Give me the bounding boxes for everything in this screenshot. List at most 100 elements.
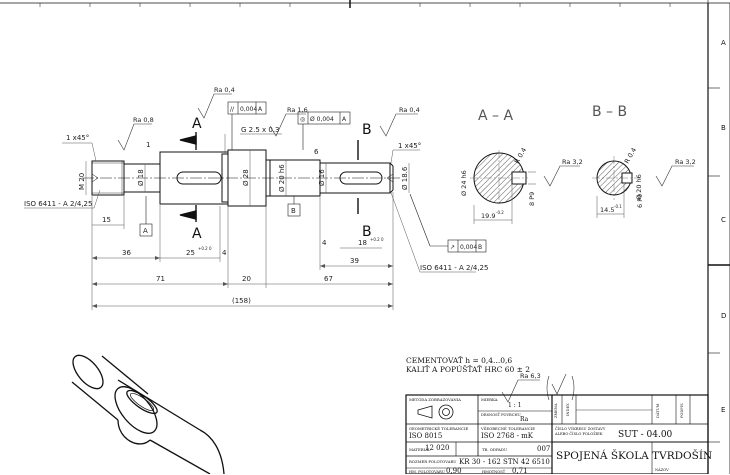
section-cut-label-b: B [362,122,372,138]
dim-len67: 67 [324,275,333,283]
projection-method-icon [417,404,454,420]
tb-material-label: MATERIÁL [409,447,431,452]
dim-dia18: Ø 18 [137,169,145,186]
note-line-2: KALIŤ A POPÚŠŤAŤ HRC 60 ± 2 [406,365,531,374]
tb-size-label: ROZMER POLOTOVARU [409,459,457,464]
dim-len36: 36 [122,249,131,257]
tolerance-ref-3: B [478,244,482,251]
dim-len20: 20 [242,275,251,283]
isometric-shaft-view [71,354,225,474]
dim-dia28: Ø 28 [242,169,250,186]
section-aa [470,150,536,224]
roughness-r1: Ra 0,8 [133,116,154,124]
tb-method-label: METÓDA ZOBRAZOVANIA [409,397,461,402]
roughness-r6: Ra 3,2 [675,158,696,166]
tb-mass-label: HM. POLOTOVARU [409,470,445,474]
dim-len39: 39 [350,257,359,265]
section-bb-width: 14.5 [600,206,614,214]
section-aa-dia: Ø 24 h6 [460,170,468,196]
dim-chamfer-left: 1 x45° [66,134,89,142]
roughness-symbols [117,93,694,403]
dimension-arrows [92,256,393,308]
iso-right-label: ISO 6411 - A 2/4,25 [420,264,488,272]
dimension-lines [24,133,476,310]
tb-school: SPOJENÁ ŠKOLA TVRDOŠÍN [556,450,713,462]
tolerance-val-1: 0,004 [240,106,257,113]
section-cut-marks [179,132,359,222]
zone-label: B [721,124,726,132]
tb-geo-label: GEOMETRICKÉ TOLERANCIE [409,426,469,431]
tb-scale-label: MIERKA [481,397,498,402]
tb-surface-label: DRSNOSŤ POVRCHU [481,413,521,417]
tolerance-frames [227,101,487,253]
section-cut-label-b: B [362,224,372,240]
dim-len25-tol: +0.2 0 [198,246,212,251]
tb-date-label: DÁTUM [656,403,660,418]
roughness-r4: Ra 0,4 [399,106,420,114]
section-aa-radius: R 0.4 [513,146,528,165]
zone-label: E [721,406,725,414]
section-cut-label-a: A [192,226,202,242]
tolerance-ref-2: A [342,116,347,123]
section-aa-width: 19.9 [481,212,495,220]
tb-class-label: TR. ODPADU [482,447,508,452]
zone-labels: A B C D E [721,39,726,414]
datum-b: B [291,207,296,215]
dim-len18: 18 [358,239,367,247]
dim-thread: M 20 [78,173,86,190]
tolerance-val-2: Ø 0,004 [310,116,334,123]
dim-overall: (158) [232,297,251,305]
section-title-bb: B – B [592,104,627,120]
dim-len25: 25 [186,249,195,257]
heat-treatment-notes: CEMENTOVAŤ h = 0,4...0,6 KALIŤ A POPÚŠŤA… [406,356,530,374]
tb-surface-value: Ra [520,416,529,423]
tb-change-label: ZMENA [554,403,558,418]
dim-groove: G 2.5 x 0.3 [241,126,280,134]
dim-six: 6 [314,148,319,156]
tb-gen-label: VŠEOBECNÉ TOLERANCIE [481,426,536,431]
tb-mass2-label: HMOTNOSŤ [482,470,506,474]
section-bb-width-tol: -0.1 [614,204,622,209]
datum-boxes [139,196,301,237]
tb-name-label: NÁZOV [655,468,669,472]
tb-size-value: KR 30 - 162 STN 42 6510 [459,458,550,466]
roughness-general-bracket [546,373,575,401]
dim-chamfer-right: 1 x45° [398,142,421,150]
note-line-1: CEMENTOVAŤ h = 0,4...0,6 [406,356,513,365]
tolerance-sym-3: ↗ [450,244,455,251]
tb-scale: 1 : 1 [508,402,522,409]
tb-gen-value: ISO 2768 - mK [481,432,534,440]
title-block-lines [405,394,709,474]
dim-len71: 71 [156,275,165,283]
tb-drawing-no-label: ČÍSLO VÝKRESU ZOSTAVY ALEBO ČÍSLO POLOŽI… [555,427,606,436]
dim-one: 1 [146,141,150,149]
dim-len18-tol: +0.2 0 [370,237,384,242]
section-bb [592,156,640,218]
roughness-r3: Ra 1,6 [287,106,308,114]
dim-len15: 15 [102,216,111,224]
dim-dia20: Ø 20 h6 [278,164,286,192]
section-bb-dia: Ø 20 h6 [635,174,643,200]
iso-left-label: ISO 6411 - A 2/4,25 [24,200,92,208]
tb-class-value: 007 [537,445,551,453]
tb-index-label: INDEX [566,403,570,416]
tb-geo-value: ISO 8015 [409,432,443,440]
section-cut-label-a: A [192,116,202,132]
tb-mass2-value: 0,71 [512,467,528,475]
dim-dia186: Ø 18.6 [401,166,409,190]
section-title-aa: A – A [478,108,513,124]
zone-label: A [721,39,726,47]
tb-sign-label: PODPIS [680,403,684,418]
section-bb-key: 6 P9 [636,194,644,208]
tb-drawing-no: SUT - 04.00 [618,430,673,440]
dim-len4b: 4 [322,239,327,247]
dim-dia16: Ø 16 [318,169,326,186]
section-aa-key: 8 P9 [528,192,536,206]
section-bb-radius: R 0.4 [623,146,638,165]
tolerance-sym-1: // [230,106,235,113]
tb-mass-value: 0,90 [446,467,462,475]
zone-label: C [721,216,726,224]
roughness-r5: Ra 3,2 [562,158,583,166]
tolerance-val-3: 0,004 [460,244,477,251]
section-aa-width-tol: -0.2 [496,210,504,215]
